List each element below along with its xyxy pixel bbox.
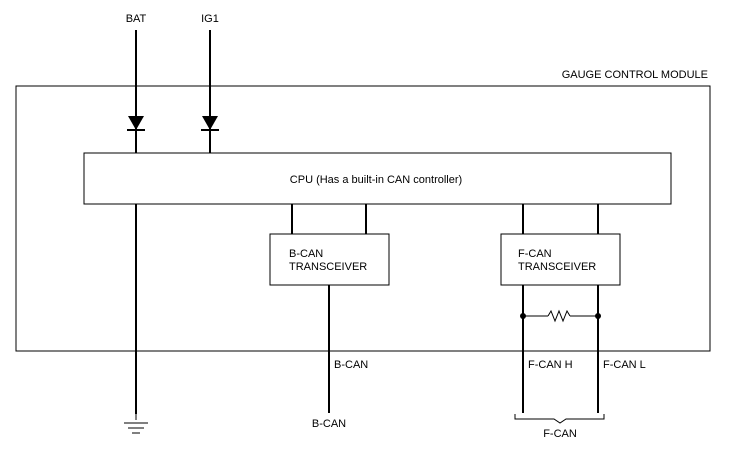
bcan-transceiver-line1: B-CAN <box>289 248 323 260</box>
termination-resistor-icon <box>520 309 601 323</box>
ig1-diode-icon <box>201 116 219 131</box>
bcan-label-upper: B-CAN <box>334 359 368 371</box>
bcan-label-lower: B-CAN <box>312 418 346 430</box>
fcan-h-label: F-CAN H <box>528 359 573 371</box>
ig1-label: IG1 <box>201 13 219 25</box>
cpu-box <box>83 152 672 205</box>
module-boundary <box>15 85 711 352</box>
fcan-bus-bracket <box>514 414 605 424</box>
bcan-transceiver-line2: TRANSCEIVER <box>289 261 367 273</box>
fcan-transceiver-box <box>500 233 621 286</box>
bat-diode-icon <box>127 116 145 131</box>
fcan-l-label: F-CAN L <box>603 359 646 371</box>
fcan-bus-label: F-CAN <box>543 428 577 440</box>
module-title: GAUGE CONTROL MODULE <box>562 69 708 81</box>
ground-icon <box>124 414 148 434</box>
bat-label: BAT <box>126 13 147 25</box>
fcan-transceiver-line2: TRANSCEIVER <box>518 261 596 273</box>
cpu-label: CPU (Has a built-in CAN controller) <box>290 174 462 186</box>
bcan-transceiver-box <box>269 233 390 286</box>
fcan-transceiver-line1: F-CAN <box>518 248 552 260</box>
